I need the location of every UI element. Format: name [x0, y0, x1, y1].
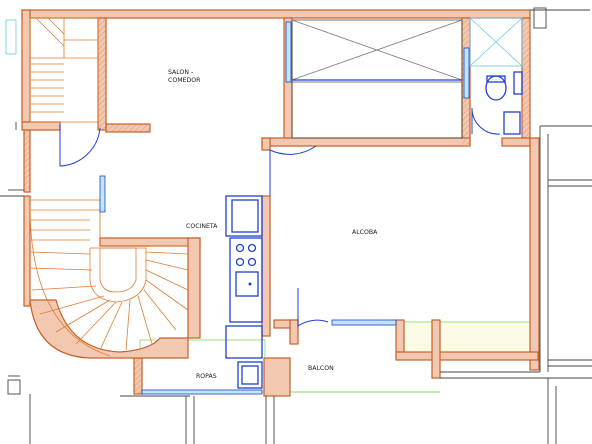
- label-balcon: BALCON: [308, 365, 334, 372]
- label-cocineta: COCINETA: [186, 223, 218, 230]
- structure-lines: [0, 7, 592, 444]
- kitchenette-fixtures: [225, 195, 263, 389]
- stair-straight: [29, 17, 99, 123]
- stair-spiral: [29, 199, 189, 359]
- windows: [5, 19, 470, 395]
- shaft-x: [291, 19, 463, 139]
- doors: [59, 124, 329, 327]
- label-salon-line2: COMEDOR: [168, 77, 201, 84]
- bathroom: [469, 17, 523, 135]
- label-alcoba: ALCOBA: [352, 229, 378, 236]
- label-salon-line1: SALON -: [168, 69, 193, 76]
- label-ropas: ROPAS: [196, 373, 217, 380]
